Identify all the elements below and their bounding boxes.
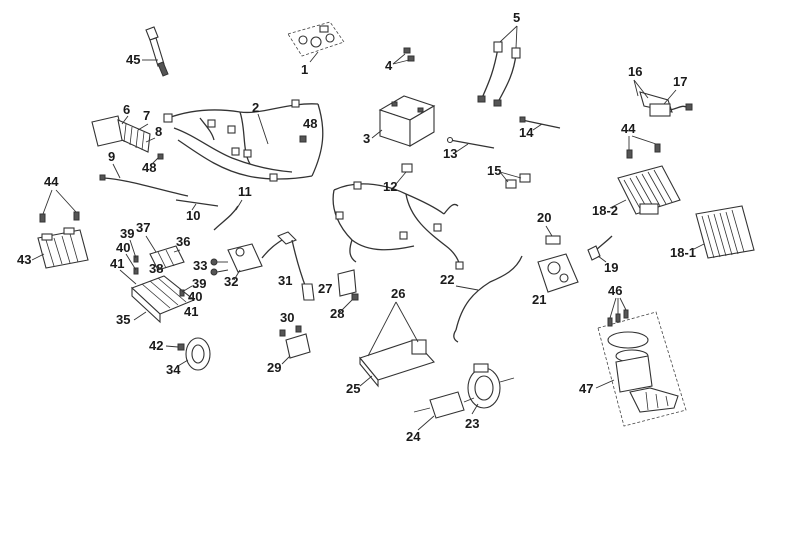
callout-20: 20: [537, 210, 551, 225]
part-20-21-starter-relay: [537, 235, 579, 293]
part-9-cable: [99, 174, 189, 197]
callout-34: 34: [166, 362, 181, 377]
callout-31: 31: [278, 273, 292, 288]
callout-17: 17: [673, 74, 687, 89]
callout-19: 19: [604, 260, 618, 275]
callout-40-right: 40: [188, 289, 202, 304]
part-34-horn: [177, 337, 211, 371]
callout-30: 30: [280, 310, 294, 325]
callout-18-1: 18-1: [670, 245, 696, 260]
callout-41-right: 41: [184, 304, 198, 319]
callout-2: 2: [252, 100, 259, 115]
callout-7: 7: [143, 108, 150, 123]
callout-16: 16: [628, 64, 642, 79]
part-16-17-relay: [639, 91, 693, 117]
callout-24: 24: [406, 429, 421, 444]
part-23-clamp: [467, 363, 515, 409]
callout-45: 45: [126, 52, 140, 67]
part-13-ground-strap: [446, 136, 495, 149]
part-19-cap: [587, 235, 613, 261]
part-1-switch-assembly: [287, 21, 345, 57]
callout-18-2: 18-2: [592, 203, 618, 218]
part-44-screws-left: [39, 211, 80, 223]
callout-39-right: 39: [192, 276, 206, 291]
callout-25: 25: [346, 381, 360, 396]
part-22-wire: [453, 255, 523, 343]
callout-10: 10: [186, 208, 200, 223]
callout-9: 9: [108, 149, 115, 164]
part-10-strap: [175, 199, 219, 207]
part-15-connector: [505, 173, 531, 189]
callout-44-left: 44: [44, 174, 59, 189]
part-35-fuse-box: [130, 255, 196, 324]
callout-38: 38: [149, 261, 163, 276]
part-36-37-38-fuse-cover: [149, 245, 185, 271]
part-47-fuel-pump: [597, 311, 687, 427]
callout-15: 15: [487, 163, 501, 178]
callout-41-left: 41: [110, 256, 124, 271]
callout-1: 1: [301, 62, 308, 77]
part-5-sensor-pair: [477, 41, 521, 107]
callout-39-left: 39: [120, 226, 134, 241]
part-43-ecu-left: [37, 227, 89, 269]
callout-43: 43: [17, 252, 31, 267]
callout-47: 47: [579, 381, 593, 396]
callout-35: 35: [116, 312, 130, 327]
callout-3: 3: [363, 131, 370, 146]
part-32-ignition-coil: [210, 243, 263, 276]
callout-8: 8: [155, 124, 162, 139]
callout-28: 28: [330, 306, 344, 321]
part-29-30-sensor: [279, 325, 311, 359]
part-14-wire: [519, 116, 561, 129]
callout-14: 14: [519, 125, 534, 140]
callout-26: 26: [391, 286, 405, 301]
part-11-wire: [213, 205, 239, 231]
callout-13: 13: [443, 146, 457, 161]
callout-42: 42: [149, 338, 163, 353]
part-45-spark-plug: [145, 26, 169, 77]
part-18-2-regulator: [617, 165, 681, 215]
part-18-1-regulator: [695, 205, 755, 259]
part-2-main-harness: [163, 99, 324, 182]
callout-33: 33: [193, 258, 207, 273]
callout-37: 37: [136, 220, 150, 235]
part-12-sub-harness: [332, 163, 464, 270]
callout-11: 11: [238, 184, 252, 199]
callout-22: 22: [440, 272, 454, 287]
callout-23: 23: [465, 416, 479, 431]
part-6-7-8-switch-housing: [91, 115, 151, 153]
part-27-28-relay: [337, 269, 359, 301]
callout-46: 46: [608, 283, 622, 298]
part-25-ecu: [359, 339, 435, 388]
callout-27: 27: [318, 281, 332, 296]
callout-40-left: 40: [116, 240, 130, 255]
callout-5: 5: [513, 10, 520, 25]
callout-12: 12: [383, 179, 397, 194]
callout-48-right: 48: [303, 116, 317, 131]
callout-29: 29: [267, 360, 281, 375]
part-3-battery: [378, 95, 436, 147]
part-31-ht-lead: [261, 231, 315, 301]
callout-44-right: 44: [621, 121, 636, 136]
callout-21: 21: [532, 292, 546, 307]
part-44-screws-right: [626, 143, 661, 159]
part-4-bolts: [403, 47, 415, 62]
callout-4: 4: [385, 58, 393, 73]
part-24-filter: [413, 391, 475, 419]
callout-36: 36: [176, 234, 190, 249]
callout-6: 6: [123, 102, 130, 117]
